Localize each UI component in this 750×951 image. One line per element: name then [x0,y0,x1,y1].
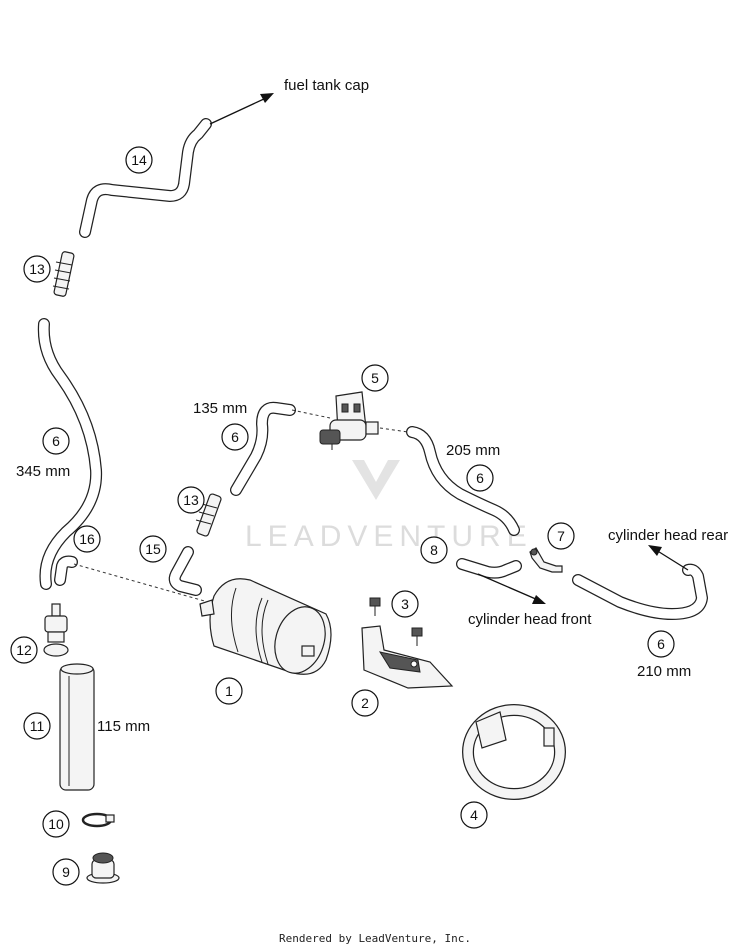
part-6-hose-205mm[interactable] [406,426,520,536]
callout-7[interactable]: 7 [547,522,575,550]
callout-9[interactable]: 9 [52,858,80,886]
callout-4[interactable]: 4 [460,801,488,829]
hose-345mm-label: 345 mm [16,463,70,480]
cylinder-head-rear-arrow [648,545,689,571]
svg-text:2: 2 [361,695,369,711]
part-10-clamp[interactable] [81,812,115,828]
svg-text:6: 6 [657,636,665,652]
svg-text:13: 13 [183,492,199,508]
callout-13-upper[interactable]: 13 [23,255,51,283]
footer-credit: Rendered by LeadVenture, Inc. [278,932,472,945]
fuel-tank-cap-arrow [209,93,274,125]
part-6-hose-210mm[interactable] [572,563,708,620]
callout-5[interactable]: 5 [361,364,389,392]
svg-text:13: 13 [29,261,45,277]
fuel-tank-cap-label: fuel tank cap [284,77,369,94]
part-5-solenoid-valve[interactable] [319,391,379,450]
part-6-hose-345mm[interactable] [37,318,103,590]
part-3-bolts[interactable] [369,597,423,646]
hose-115mm-label: 115 mm [97,718,150,735]
part-16-elbow[interactable] [54,555,78,586]
callout-6-205mm[interactable]: 6 [466,464,494,492]
part-8-hose[interactable] [456,558,522,579]
svg-text:11: 11 [30,718,45,734]
callout-1[interactable]: 1 [215,677,243,705]
cylinder-head-rear-label: cylinder head rear [608,527,728,544]
cylinder-head-front-label: cylinder head front [468,611,592,628]
cylinder-head-front-arrow [477,573,546,604]
hose-135mm-label: 135 mm [193,400,247,417]
part-1-carbon-canister[interactable] [199,578,333,680]
part-13-connector-upper[interactable] [52,251,75,297]
svg-text:6: 6 [476,470,484,486]
hose-205mm-label: 205 mm [446,442,500,459]
callout-10[interactable]: 10 [42,810,70,838]
assembly-line-5a [291,409,331,419]
hose-210mm-label: 210 mm [637,663,691,680]
svg-text:6: 6 [52,433,60,449]
part-9-valve[interactable] [86,852,120,884]
part-13-connector-lower[interactable] [195,493,222,537]
callout-6-210mm[interactable]: 6 [647,630,675,658]
part-2-bracket[interactable] [361,625,454,689]
part-7-fitting[interactable] [529,547,563,573]
svg-text:5: 5 [371,370,379,386]
svg-text:6: 6 [231,429,239,445]
part-11-hose-115mm[interactable] [59,663,95,791]
callout-6-345mm[interactable]: 6 [42,427,70,455]
callout-11[interactable]: 11 [23,712,51,740]
svg-text:1: 1 [225,683,233,699]
part-12-fitting[interactable] [43,603,69,657]
callout-16[interactable]: 16 [73,525,101,553]
svg-text:14: 14 [131,152,147,168]
callout-12[interactable]: 12 [10,636,38,664]
watermark-text: LEADVENTURE [245,520,533,553]
part-15-hose-stub[interactable] [168,546,202,596]
part-6-hose-135mm[interactable] [230,401,296,496]
svg-text:9: 9 [62,864,70,880]
callout-13-lower[interactable]: 13 [177,486,205,514]
svg-text:7: 7 [557,528,565,544]
svg-text:16: 16 [79,531,95,547]
callout-8[interactable]: 8 [420,536,448,564]
svg-text:10: 10 [48,816,64,832]
callout-14[interactable]: 14 [125,146,153,174]
assembly-line-5b [379,427,409,433]
part-4-band-clamp[interactable] [462,704,566,800]
callout-3[interactable]: 3 [391,590,419,618]
callout-15[interactable]: 15 [139,535,167,563]
svg-text:8: 8 [430,542,438,558]
svg-text:12: 12 [16,642,32,658]
assembly-line-16 [73,563,209,603]
svg-text:3: 3 [401,596,409,612]
callout-6-135mm[interactable]: 6 [221,423,249,451]
svg-text:4: 4 [470,807,478,823]
callout-2[interactable]: 2 [351,689,379,717]
svg-text:15: 15 [145,541,161,557]
leadventure-watermark: LEADVENTURE [245,460,533,553]
part-14-hose[interactable] [79,118,212,238]
